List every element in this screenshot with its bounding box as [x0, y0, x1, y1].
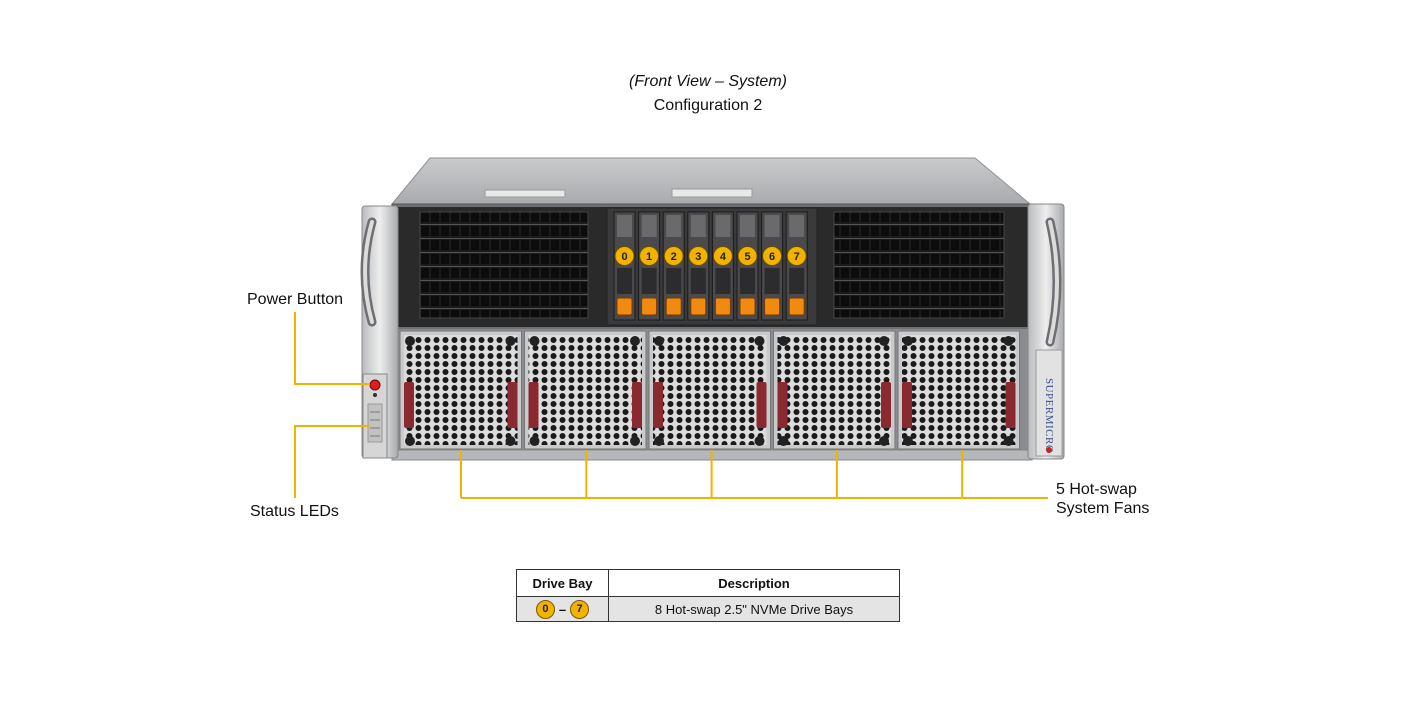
drive-bay-0[interactable]: 0 — [613, 211, 636, 321]
fan-5[interactable] — [897, 330, 1020, 450]
drive-badge — [737, 246, 758, 266]
drive-badge — [712, 246, 733, 266]
drive-badge — [762, 246, 783, 266]
fan-handle-right — [756, 382, 767, 428]
drive-latch — [788, 297, 805, 316]
brand-logo: SUPERMICRO — [1043, 378, 1055, 453]
legend-description: 8 Hot-swap 2.5" NVMe Drive Bays — [608, 596, 900, 622]
drive-badge-label: 1 — [646, 251, 652, 263]
drive-latch — [665, 297, 682, 316]
drive-badge-label: 3 — [695, 251, 701, 263]
system-fans-label-line1: 5 Hot-swap — [1056, 481, 1137, 498]
drive-badge-label: 5 — [744, 251, 750, 263]
fan-handle-left — [902, 382, 912, 428]
right-vent-grill — [833, 211, 1005, 319]
drive-latch — [739, 297, 756, 316]
drive-badge-label: 4 — [720, 251, 727, 263]
top-label-center — [671, 188, 753, 198]
drive-bay-7[interactable]: 7 — [785, 211, 808, 321]
legend-header-row: Drive Bay Description — [516, 569, 900, 597]
configuration-title: Configuration 2 — [653, 97, 763, 114]
drive-latch — [690, 297, 707, 316]
fan-4[interactable] — [773, 330, 896, 450]
power-button-line — [294, 312, 370, 385]
range-dash: – — [558, 601, 567, 617]
left-rack-ear — [360, 205, 399, 459]
drive-badge-label: 2 — [671, 251, 677, 263]
drive-bay-5[interactable]: 5 — [736, 211, 759, 321]
fan-handle-left — [404, 382, 414, 428]
drive-latch — [764, 297, 781, 316]
fans — [399, 330, 1020, 450]
drive-bay-6[interactable]: 6 — [761, 211, 784, 321]
system-fans-label-line2: System Fans — [1056, 500, 1150, 517]
callout-lines — [294, 312, 1048, 499]
drive-bay-3[interactable]: 3 — [687, 211, 710, 321]
drive-bays: 0 1 2 3 4 5 6 7 — [613, 211, 808, 321]
legend-row: 0–7 8 Hot-swap 2.5" NVMe Drive Bays — [516, 596, 900, 622]
fan-handle-right — [1005, 382, 1016, 428]
drive-latch — [641, 297, 658, 316]
power-button-led — [369, 379, 381, 391]
fan-handle-right — [632, 382, 642, 428]
legend-header-drive-bay: Drive Bay — [516, 569, 609, 597]
legend-drive-range: 0–7 — [516, 596, 609, 622]
drive-bay-2[interactable]: 2 — [662, 211, 685, 321]
fan-handle-left — [777, 382, 788, 428]
drive-badge-label: 0 — [621, 251, 627, 263]
right-rack-ear: SUPERMICRO — [1027, 203, 1065, 460]
drive-latch — [616, 297, 633, 316]
brand-logo-dot — [1046, 447, 1052, 453]
drive-badge — [786, 246, 807, 266]
drive-badge-to: 7 — [570, 599, 590, 619]
fan-handle-left — [653, 382, 663, 428]
drive-badge-from: 0 — [535, 599, 555, 619]
fan-3[interactable] — [648, 330, 771, 450]
system-fans-label: 5 Hot-swap System Fans — [1056, 480, 1149, 518]
drive-badge-label: 6 — [769, 251, 775, 263]
fan-handle-right — [507, 382, 518, 428]
drive-badge — [663, 246, 684, 266]
drive-badge — [639, 246, 660, 266]
drive-badge — [688, 246, 709, 266]
drive-bay-legend: Drive Bay Description 0–7 8 Hot-swap 2.5… — [516, 569, 900, 622]
fan-handle-right — [881, 382, 891, 428]
view-title: (Front View – System) — [629, 73, 787, 90]
drive-badge-label: 7 — [794, 251, 800, 263]
status-leds-line — [294, 425, 370, 498]
drive-latch — [714, 297, 731, 316]
fan-1[interactable] — [399, 330, 522, 450]
power-button-label: Power Button — [247, 291, 344, 308]
drive-bay-1[interactable]: 1 — [638, 211, 661, 321]
legend-header-description: Description — [608, 569, 900, 597]
fan-handle-left — [528, 382, 539, 428]
fan-2[interactable] — [524, 330, 647, 450]
drive-bay-4[interactable]: 4 — [711, 211, 734, 321]
drive-badge — [614, 246, 635, 266]
left-vent-grill — [419, 211, 589, 319]
status-leds-label: Status LEDs — [250, 503, 339, 520]
top-label-left — [484, 189, 566, 198]
